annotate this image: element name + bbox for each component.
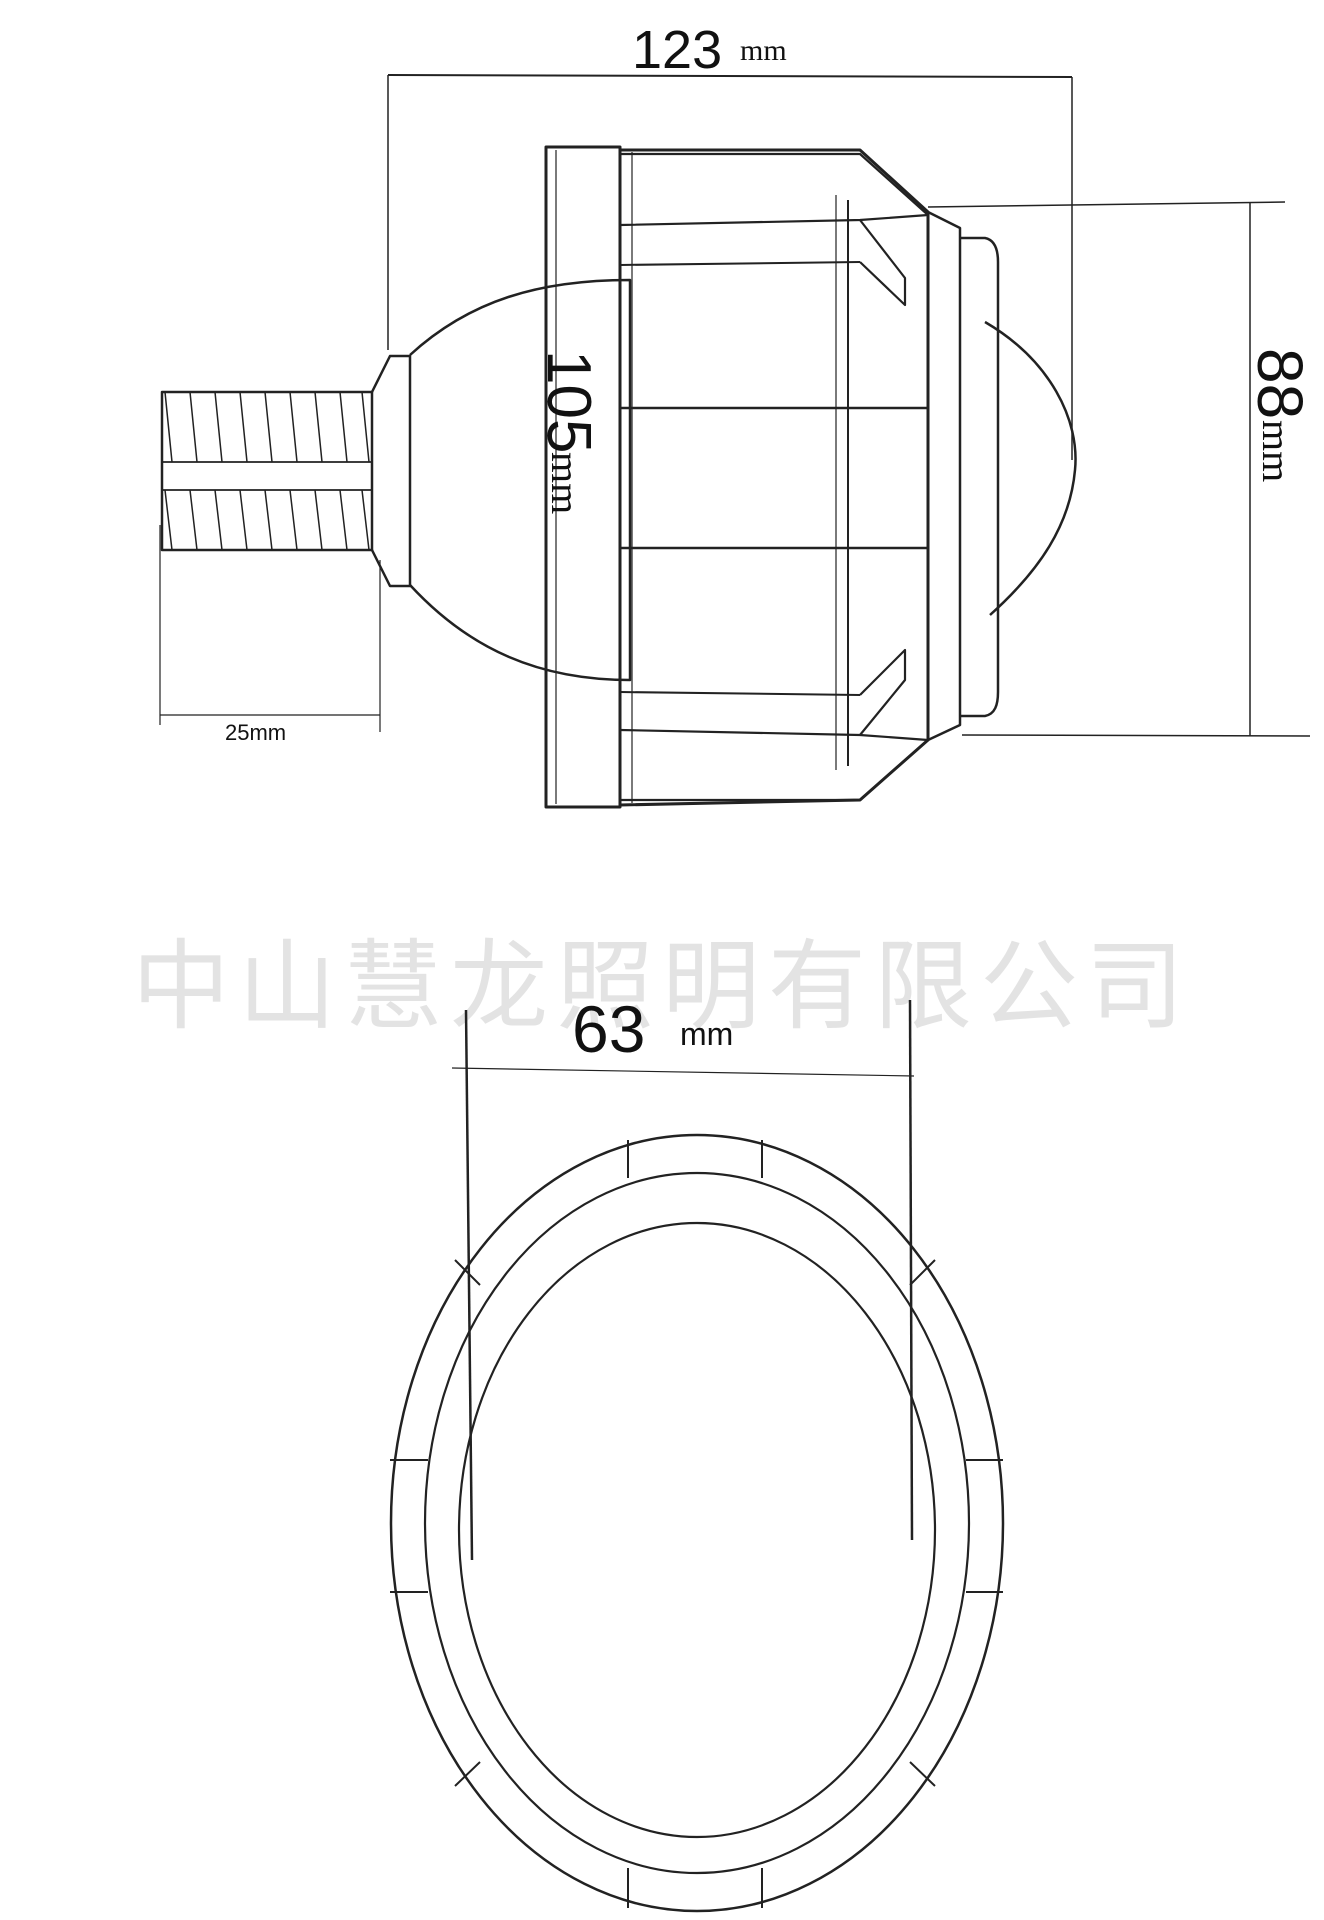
dim-label-63: 63 mm [572,992,733,1066]
dim-88-ext-top [927,201,1286,208]
outer-bezel-ring [389,1133,1005,1913]
top-fin [619,152,930,227]
center-fin [618,406,930,550]
svg-text:mm: mm [680,1016,733,1052]
dim-label-123: 123 mm [632,20,787,80]
front-lens-rim [960,236,1000,718]
dim-88-ext-bottom [961,734,1311,737]
lens-circle [457,1221,937,1839]
front-lens-dome [984,320,1077,616]
dim-63-line [451,1067,915,1077]
threaded-stud [160,390,374,552]
side-view [159,74,1311,809]
front-bezel [927,210,962,742]
rear-bulb-housing [409,278,632,682]
inner-bezel-ring [423,1171,971,1875]
company-watermark: 中山慧龙照明有限公司 [132,930,1192,1044]
dim-63-ext-left [464,1009,474,1561]
thread-neck [370,354,412,588]
svg-text:mm: mm [740,34,787,67]
dim-label-88: 88 mm [1244,348,1316,482]
dim-label-25: 25mm [225,720,286,745]
svg-text:105: 105 [534,350,603,453]
front-view [389,999,1005,1913]
dim-123-line [387,74,1073,78]
svg-text:63: 63 [572,992,645,1066]
svg-text:123: 123 [632,20,722,80]
bezel-tabs [390,1140,1003,1908]
svg-text:mm: mm [1254,420,1299,482]
bottom-fin [619,728,930,802]
dim-label-105: 105 mm [534,350,603,514]
svg-text:mm: mm [543,452,588,514]
svg-text:88: 88 [1244,348,1316,419]
dim-63-ext-right [908,999,914,1541]
